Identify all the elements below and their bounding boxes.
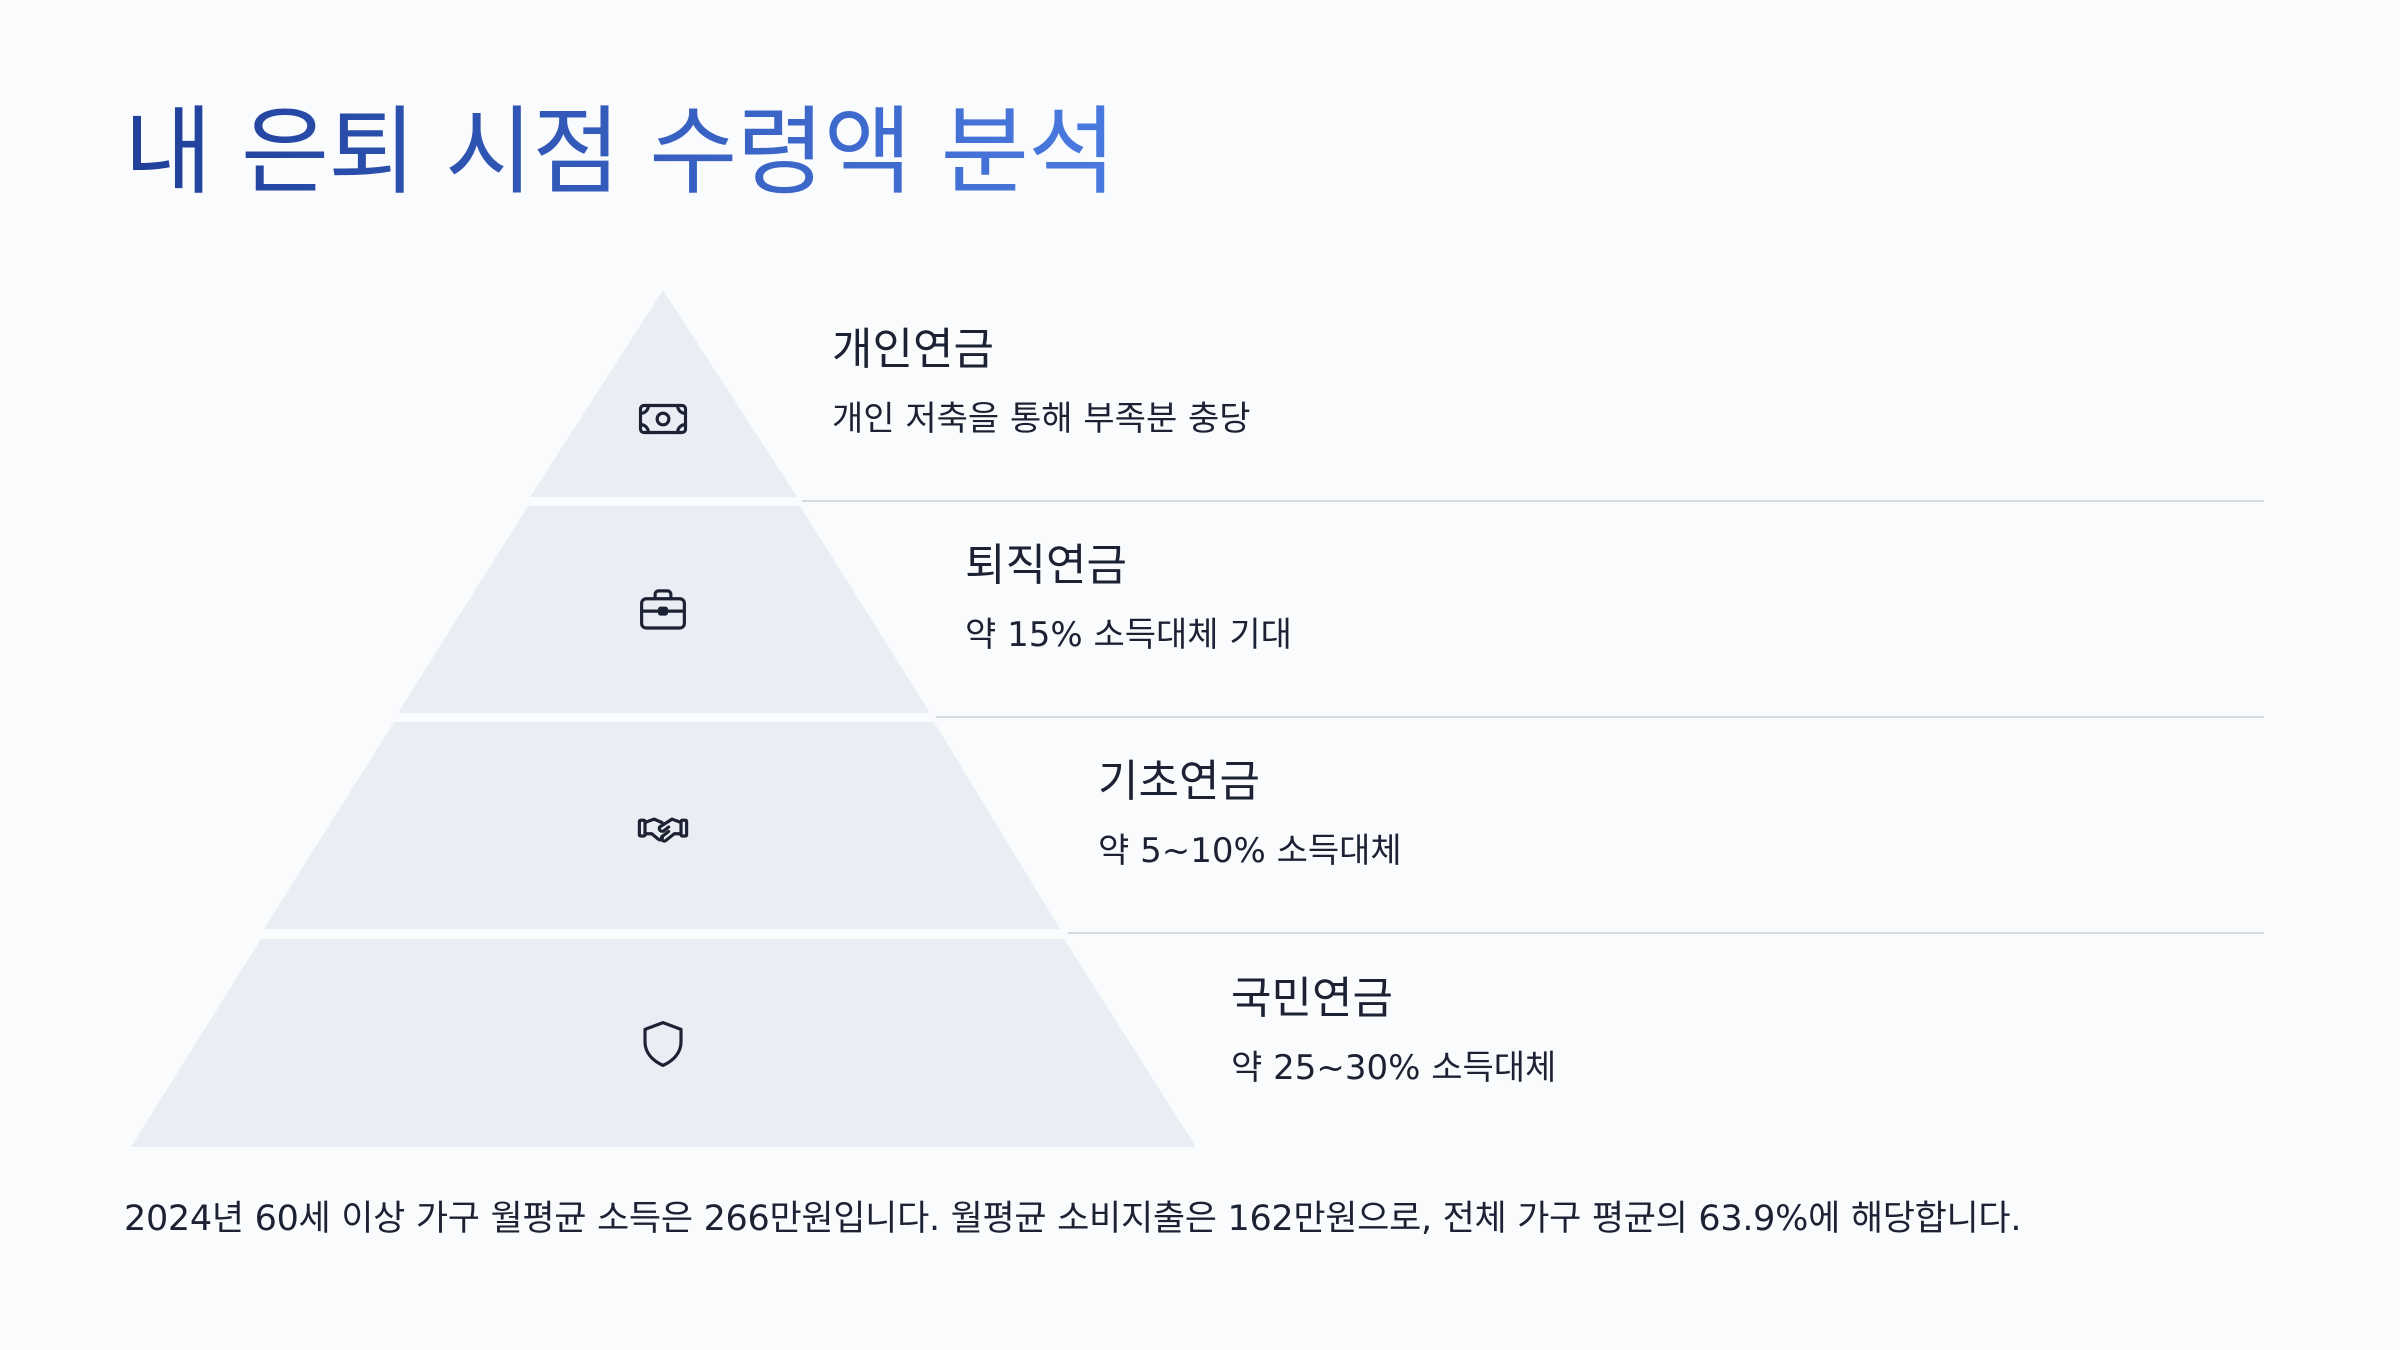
tier-divider: [936, 716, 2264, 718]
tier-text-national: 국민연금 약 25~30% 소득대체: [1231, 973, 1556, 1089]
tier-text-retirement: 퇴직연금 약 15% 소득대체 기대: [965, 540, 1292, 656]
tier-title: 개인연금: [832, 324, 994, 375]
money-bill-icon: [636, 392, 690, 446]
tier-description: 약 5~10% 소득대체: [1098, 830, 1402, 871]
handshake-icon: [636, 800, 690, 854]
tier-divider: [1068, 932, 2264, 934]
tier-title: 기초연금: [1098, 756, 1260, 807]
tier-title: 국민연금: [1231, 973, 1393, 1024]
tier-title: 퇴직연금: [965, 540, 1127, 591]
page-title: 내 은퇴 시점 수령액 분석: [124, 96, 1116, 208]
tier-description: 개인 저축을 통해 부족분 충당: [832, 398, 1251, 439]
tier-text-personal: 개인연금 개인 저축을 통해 부족분 충당: [832, 324, 1251, 440]
pyramid-tier-1: [530, 290, 797, 497]
pyramid-tier-4: [131, 939, 1196, 1147]
summary-footnote: 2024년 60세 이상 가구 월평균 소득은 266만원입니다. 월평균 소비…: [124, 1199, 2022, 1239]
tier-divider: [802, 500, 2264, 502]
shield-icon: [636, 1017, 690, 1071]
tier-description: 약 25~30% 소득대체: [1231, 1047, 1557, 1088]
tier-text-basic: 기초연금 약 5~10% 소득대체: [1098, 756, 1402, 872]
briefcase-icon: [636, 583, 690, 637]
tier-description: 약 15% 소득대체 기대: [965, 614, 1292, 655]
